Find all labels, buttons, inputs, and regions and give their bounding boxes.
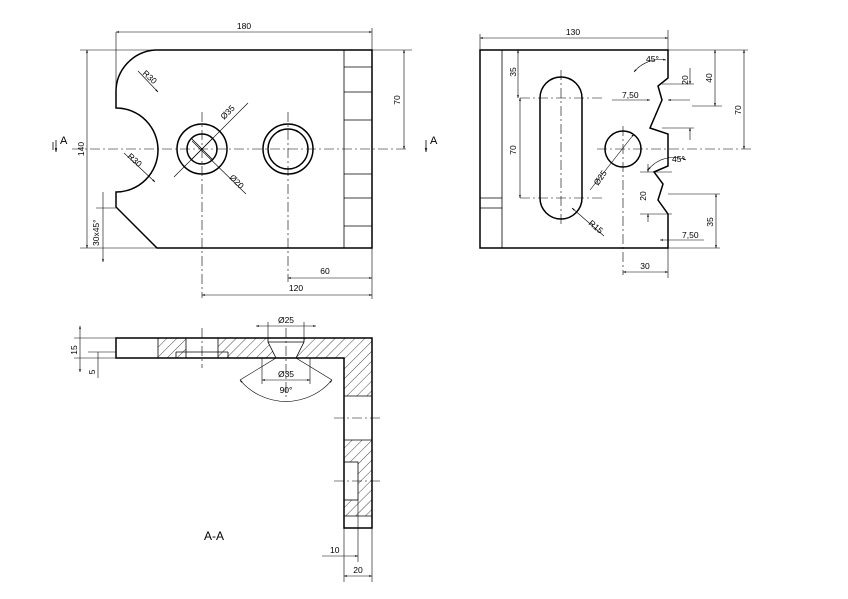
front-view: 180 140 70 R30 R30 Ø35 Ø20 30x45° 60 120: [52, 21, 438, 299]
dim-20-top: 20: [680, 75, 690, 85]
dim-35-top: 35: [508, 67, 518, 77]
dim-120: 120: [289, 283, 303, 293]
section-title: A-A: [204, 529, 224, 543]
dim-dia25-side: Ø25: [591, 168, 609, 187]
dim-r30-top: R30: [141, 68, 159, 86]
dim-30: 30: [640, 261, 650, 271]
dim-20-bottom: 20: [638, 191, 648, 201]
dim-40: 40: [704, 73, 714, 83]
dim-r15: R15: [587, 218, 606, 236]
svg-text:A: A: [430, 135, 438, 147]
dim-70-slot: 70: [508, 145, 518, 155]
section-view: 15 5 Ø25 Ø35 90° 10 20 A-A: [69, 315, 382, 582]
dim-70-front: 70: [392, 95, 402, 105]
side-view: 130 35 70 40 70 20 7,50 45° 45° 20: [479, 27, 752, 278]
dim-140: 140: [76, 142, 86, 156]
dim-7-50-bottom: 7,50: [682, 230, 699, 240]
section-outline: [115, 337, 373, 529]
section-marker-left: A: [52, 135, 68, 153]
dim-45-top: 45°: [646, 54, 659, 64]
dim-35-bottom: 35: [705, 217, 715, 227]
dim-chamfer: 30x45°: [91, 219, 101, 246]
dim-dia35-section: Ø35: [278, 369, 294, 379]
dim-15: 15: [69, 345, 79, 355]
section-hatch: [158, 338, 372, 528]
dim-90: 90°: [280, 385, 293, 395]
dim-70-side: 70: [733, 105, 743, 115]
dim-r30-bottom: R30: [126, 151, 144, 169]
slot: [520, 70, 602, 226]
dim-dia25-section: Ø25: [278, 315, 294, 325]
dim-5: 5: [87, 369, 97, 374]
svg-text:A: A: [60, 135, 68, 147]
dim-10: 10: [330, 545, 340, 555]
dim-dia35: Ø35: [218, 103, 237, 122]
dim-20-section: 20: [353, 565, 363, 575]
side-hole: [597, 126, 752, 275]
dim-dia20: Ø20: [228, 172, 247, 191]
dim-180: 180: [237, 21, 251, 31]
dim-7-50-top: 7,50: [622, 90, 639, 100]
dim-130: 130: [566, 27, 580, 37]
section-marker-right: A: [424, 135, 438, 153]
dim-60: 60: [320, 266, 330, 276]
dim-45-bottom: 45°: [672, 154, 685, 164]
front-outline: [115, 49, 373, 249]
